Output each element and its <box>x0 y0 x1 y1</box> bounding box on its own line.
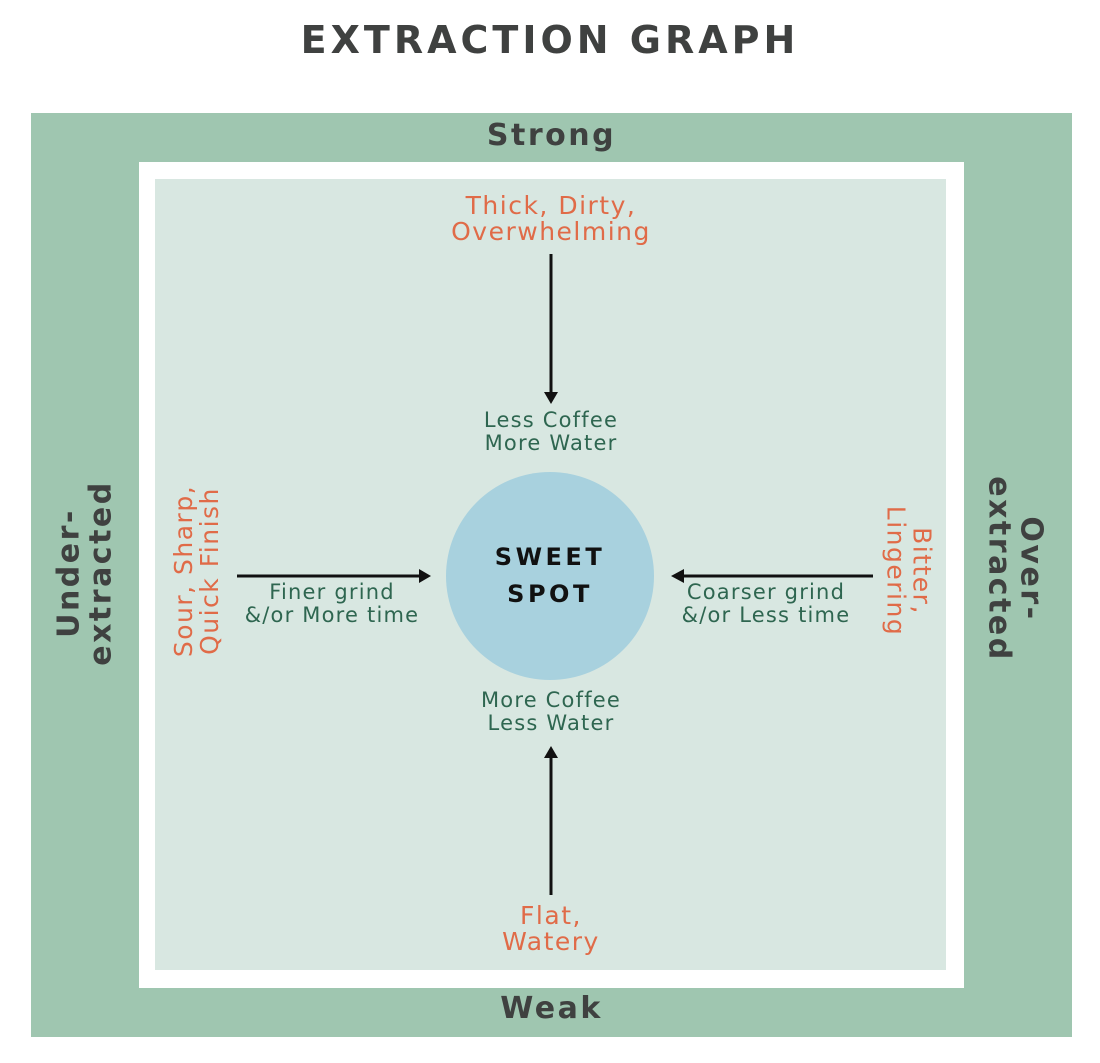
adjust-weak-line2: Less Water <box>487 711 615 736</box>
adjust-weak-line1: More Coffee <box>480 688 622 712</box>
arrow-down <box>544 254 558 404</box>
taste-weak-line2: Watery <box>502 927 600 957</box>
adjust-weak: More Coffee Less Water <box>351 688 751 736</box>
adjust-strong-line2: More Water <box>484 431 618 456</box>
sweet-spot-circle: SWEET SPOT <box>446 472 654 680</box>
adjust-under: Finer grind &/or More time <box>232 580 432 628</box>
sweet-spot-line1: SWEET <box>494 542 606 571</box>
adjust-strong-line1: Less Coffee <box>483 408 619 432</box>
adjust-over: Coarser grind &/or Less time <box>668 580 864 628</box>
taste-strong: Thick, Dirty, Overwhelming <box>351 191 751 247</box>
adjust-under-line1: Finer grind <box>269 580 395 604</box>
taste-strong-line1: Thick, Dirty, <box>465 191 637 220</box>
arrow-up <box>544 746 558 895</box>
adjust-strong: Less Coffee More Water <box>351 408 751 456</box>
adjust-under-line2: &/or More time <box>244 603 420 628</box>
sweet-spot-line2: SPOT <box>507 580 593 608</box>
taste-weak: Flat, Watery <box>351 901 751 957</box>
axis-label-strong: Strong <box>486 118 617 153</box>
adjust-over-line2: &/or Less time <box>681 603 851 628</box>
page-title: EXTRACTION GRAPH <box>300 18 800 62</box>
taste-weak-line1: Flat, <box>520 901 582 930</box>
adjust-over-line1: Coarser grind <box>686 580 846 604</box>
arrow-right <box>237 569 431 583</box>
axis-label-weak: Weak <box>500 991 603 1026</box>
arrow-left <box>671 569 873 583</box>
taste-strong-line2: Overwhelming <box>451 217 651 247</box>
